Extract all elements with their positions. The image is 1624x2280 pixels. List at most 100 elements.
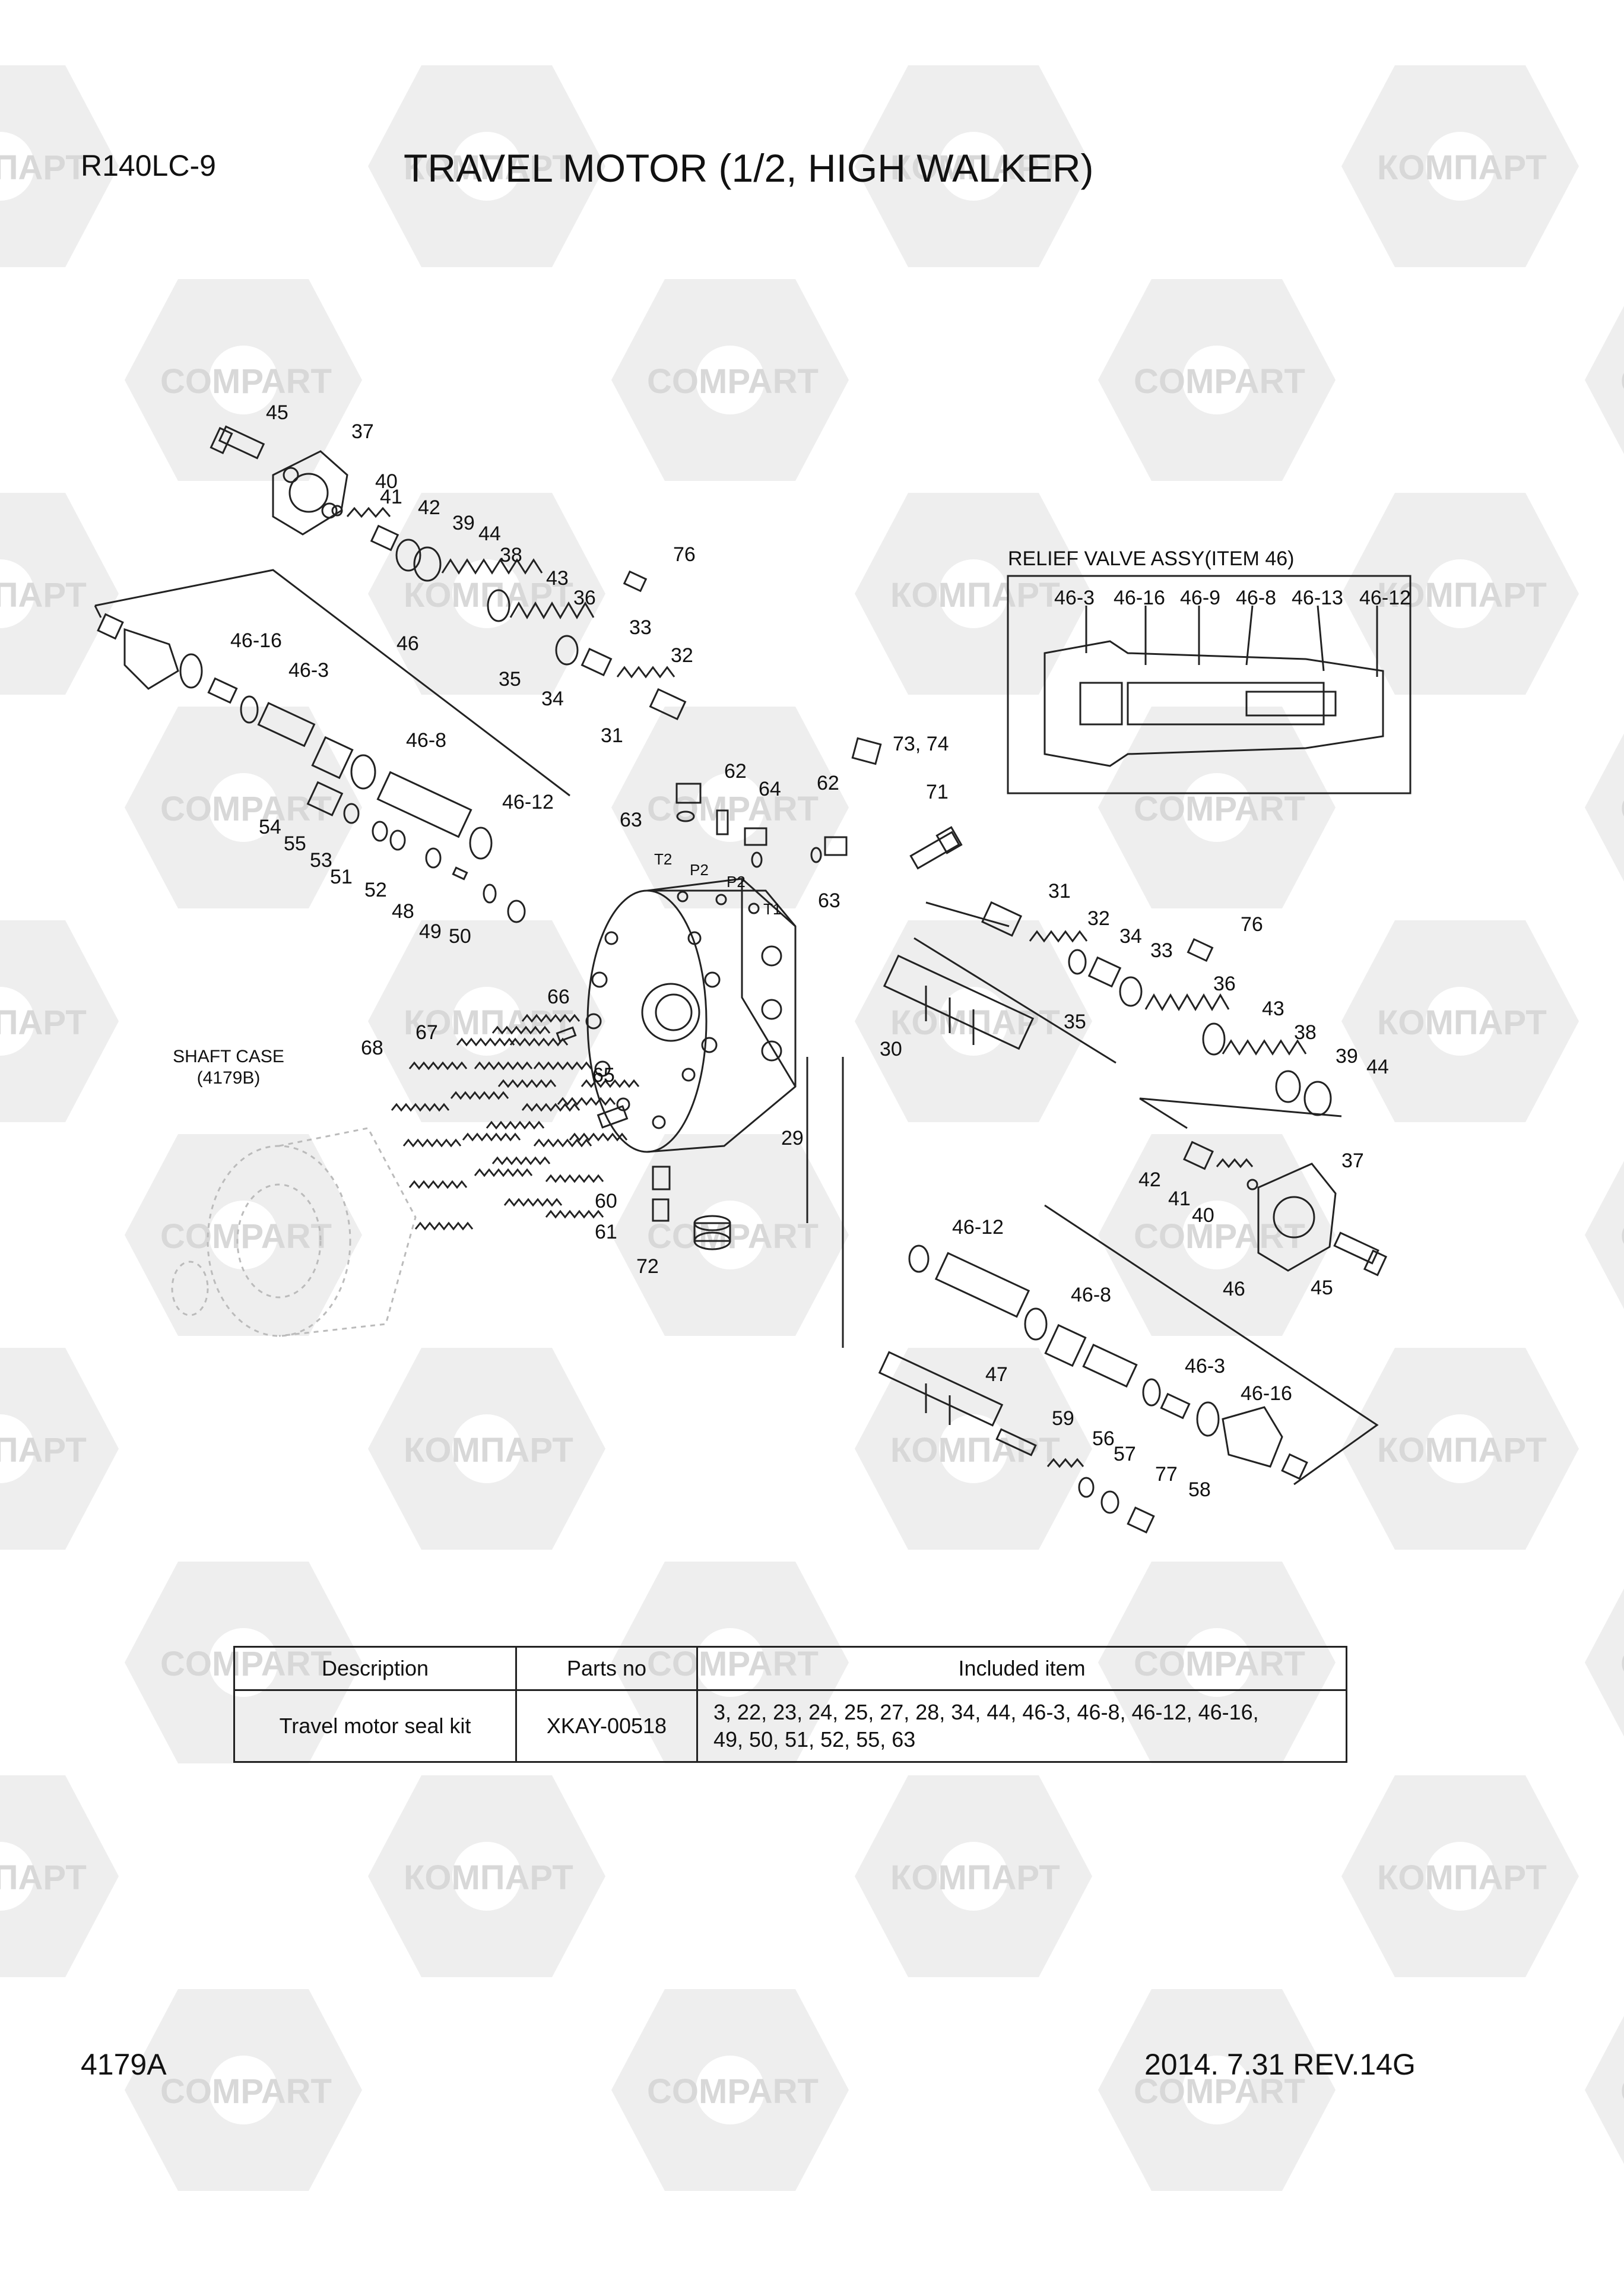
spring bbox=[533, 1061, 592, 1071]
relief-valve-part-label: 46-9 bbox=[1180, 587, 1220, 609]
callout-label: 46-16 bbox=[230, 629, 282, 652]
relief-valve-part-label: 46-12 bbox=[1359, 587, 1411, 609]
ring-57 bbox=[1078, 1477, 1095, 1498]
spring-38-right bbox=[1222, 1039, 1307, 1056]
spring bbox=[503, 1198, 563, 1207]
spring bbox=[533, 1138, 592, 1148]
callout-label: 48 bbox=[392, 900, 414, 923]
piston-31-right bbox=[981, 901, 1023, 937]
callout-label: 37 bbox=[351, 420, 374, 443]
watermark-text: КОМПАРТ bbox=[0, 148, 87, 187]
shaft-case-line2: (4179B) bbox=[196, 1068, 261, 1088]
callout-label: 39 bbox=[452, 512, 475, 534]
spring bbox=[545, 1209, 604, 1219]
callout-label: 46-3 bbox=[1185, 1355, 1225, 1378]
callout-label: 34 bbox=[1119, 925, 1142, 948]
watermark-tile bbox=[1098, 1989, 1336, 2191]
seal-kit-table: Description Parts no Included item Trave… bbox=[233, 1646, 1347, 1763]
cover-bolt-45 bbox=[210, 425, 265, 460]
callout-label: 44 bbox=[478, 522, 501, 545]
watermark-text: КОМПАРТ bbox=[404, 1431, 573, 1470]
watermark-tile bbox=[0, 1348, 119, 1550]
included-line-1: 3, 22, 23, 24, 25, 27, 28, 34, 44, 46-3,… bbox=[713, 1700, 1259, 1724]
pin-60 bbox=[652, 1166, 671, 1190]
watermark-tile bbox=[1341, 493, 1579, 695]
watermark-text: COMPART bbox=[160, 362, 332, 401]
watermark-text: COMPART bbox=[1620, 1645, 1624, 1683]
relief-valve-part-label: 46-3 bbox=[1054, 587, 1095, 609]
ball-40-right bbox=[1246, 1179, 1258, 1190]
revision-date: 2014. 7.31 REV.14G bbox=[1144, 2048, 1416, 2081]
watermark-tile bbox=[125, 707, 362, 908]
spring bbox=[557, 1097, 616, 1106]
spring bbox=[391, 1103, 450, 1112]
col-included-item: Included item bbox=[696, 1646, 1347, 1691]
table-header-row: Description Parts no Included item bbox=[233, 1646, 1347, 1691]
ring-77 bbox=[1100, 1490, 1119, 1514]
watermark-text: COMPART bbox=[1134, 362, 1305, 401]
page-title: TRAVEL MOTOR (1/2, HIGH WALKER) bbox=[404, 146, 1094, 190]
callout-label: 39 bbox=[1336, 1045, 1358, 1068]
watermark-tile bbox=[1098, 1134, 1336, 1336]
callout-label: 71 bbox=[926, 781, 949, 803]
oring-63-right bbox=[810, 847, 822, 863]
model-number: R140LC-9 bbox=[81, 149, 216, 182]
ring-34-right bbox=[1068, 949, 1087, 975]
watermark-text: КОМПАРТ bbox=[1377, 148, 1547, 187]
main-body-29 bbox=[585, 878, 797, 1153]
callout-label: 49 bbox=[419, 920, 442, 943]
watermark-text: КОМПАРТ bbox=[1377, 576, 1547, 615]
callout-label: 50 bbox=[449, 925, 471, 948]
watermark-text: КОМПАРТ bbox=[890, 576, 1060, 615]
cell-parts-no: XKAY-00518 bbox=[515, 1689, 698, 1763]
watermark-tile bbox=[855, 65, 1092, 267]
shaft-case-label: SHAFT CASE (4179B) bbox=[160, 1046, 297, 1089]
bolt-71 bbox=[909, 826, 963, 870]
spring bbox=[408, 1180, 468, 1189]
bracket-right-cover bbox=[1139, 1097, 1342, 1129]
spring bbox=[521, 1014, 581, 1023]
relief-valve-inset bbox=[1007, 575, 1412, 794]
watermark-tile bbox=[611, 279, 849, 481]
callout-label: 54 bbox=[259, 816, 281, 838]
watermark-text: COMPART bbox=[1620, 362, 1624, 401]
watermark-tile bbox=[1585, 306, 1624, 454]
springs-67-68 bbox=[391, 1014, 640, 1231]
watermark-tile bbox=[0, 493, 119, 695]
ring-46-3 bbox=[240, 695, 259, 724]
sleeve bbox=[257, 702, 316, 748]
port-label: P2 bbox=[727, 873, 746, 891]
cell-description: Travel motor seal kit bbox=[233, 1689, 517, 1763]
watermark-tile bbox=[1585, 2016, 1624, 2164]
spring bbox=[545, 1174, 604, 1183]
spring bbox=[581, 1079, 640, 1088]
watermark-tile bbox=[1341, 1775, 1579, 1977]
callout-label: 41 bbox=[1168, 1188, 1191, 1210]
spring bbox=[450, 1091, 509, 1100]
watermark-tile bbox=[1585, 1588, 1624, 1737]
watermark-tile bbox=[1098, 279, 1336, 481]
callout-label: 46-3 bbox=[288, 659, 329, 682]
watermark-text: COMPART bbox=[647, 790, 819, 828]
plug-62-right-b bbox=[824, 836, 848, 856]
callout-label: 46-12 bbox=[952, 1216, 1004, 1239]
port-label: T1 bbox=[763, 900, 781, 918]
spring bbox=[414, 1221, 474, 1231]
spring bbox=[402, 1138, 462, 1148]
callout-label: 56 bbox=[1092, 1427, 1115, 1450]
watermark-tile bbox=[855, 493, 1092, 695]
callout-label: 51 bbox=[330, 866, 353, 888]
watermark-text: COMPART bbox=[1134, 2072, 1305, 2111]
watermark-text: КОМПАРТ bbox=[1377, 1858, 1547, 1897]
poppet-46-8-right bbox=[1044, 1323, 1087, 1367]
callout-label: 68 bbox=[361, 1037, 383, 1059]
callout-label: 42 bbox=[418, 496, 440, 519]
callout-label: 34 bbox=[541, 688, 564, 710]
watermark-text: COMPART bbox=[160, 1217, 332, 1256]
callout-label: 46-16 bbox=[1241, 1382, 1292, 1405]
plug-72 bbox=[693, 1215, 731, 1250]
relief-valve-part-label: 46-8 bbox=[1236, 587, 1276, 609]
ring-35-right bbox=[1119, 976, 1143, 1007]
callout-label: 40 bbox=[375, 470, 398, 493]
callout-label: 59 bbox=[1052, 1407, 1074, 1430]
